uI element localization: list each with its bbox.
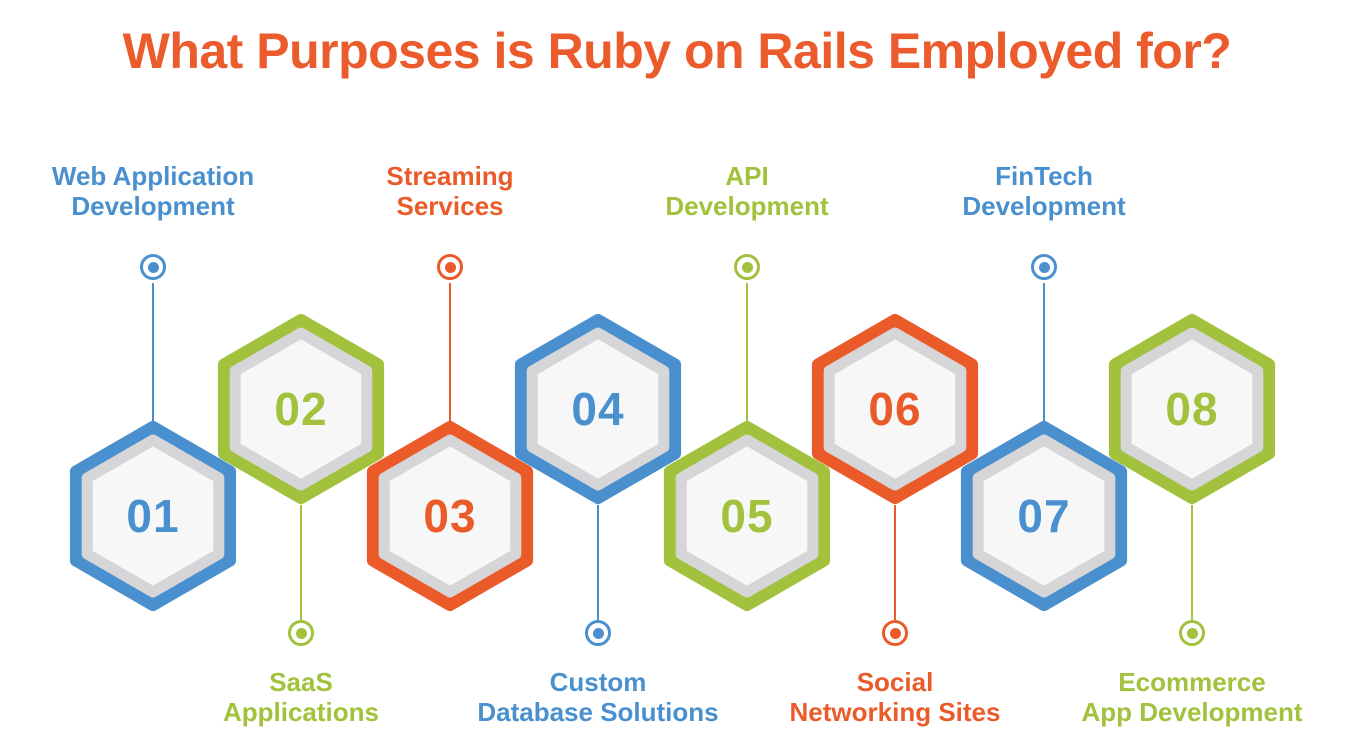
timeline-item-06: Social Networking Sites 06 <box>755 0 1035 742</box>
timeline-item-07: FinTech Development 07 <box>904 0 1184 742</box>
item-label: Social Networking Sites <box>755 667 1035 727</box>
timeline-item-02: SaaS Applications 02 <box>161 0 441 742</box>
item-number: 02 <box>274 383 328 435</box>
item-number: 04 <box>571 383 625 435</box>
item-label-line2: Development <box>962 191 1126 221</box>
item-number: 06 <box>868 383 922 435</box>
timeline-item-03: Streaming Services 03 <box>310 0 590 742</box>
connector-dot-icon <box>585 620 611 646</box>
page-title: What Purposes is Ruby on Rails Employed … <box>122 23 1232 79</box>
hexagon-icon <box>514 314 682 504</box>
item-number: 07 <box>1017 490 1071 542</box>
item-label-line2: Database Solutions <box>477 697 719 727</box>
hexagon-badge: 06 <box>811 313 979 505</box>
timeline-item-08: Ecommerce App Development 08 <box>1052 0 1332 742</box>
timeline-item-01: Web Application Development 01 <box>13 0 293 742</box>
item-label: API Development <box>607 161 887 221</box>
connector-line <box>449 283 451 421</box>
hexagon-icon <box>217 314 385 504</box>
hexagon-badge: 02 <box>217 313 385 505</box>
item-label-line2: Development <box>71 191 235 221</box>
connector-dot-icon <box>734 254 760 280</box>
item-label-line2: Services <box>396 191 504 221</box>
item-label: Web Application Development <box>13 161 293 221</box>
hexagon-icon <box>69 421 237 611</box>
hexagon-icon <box>366 421 534 611</box>
item-label: Custom Database Solutions <box>458 667 738 727</box>
connector-dot-icon <box>140 254 166 280</box>
item-label-line1: Custom <box>549 667 647 697</box>
item-label-line1: Streaming <box>386 161 514 191</box>
connector-line <box>300 505 302 620</box>
item-label-line1: Social <box>856 667 934 697</box>
item-label-line1: FinTech <box>995 161 1093 191</box>
connector-dot-icon <box>882 620 908 646</box>
connector-line <box>152 283 154 421</box>
item-number: 03 <box>423 490 477 542</box>
hexagon-badge: 03 <box>366 420 534 612</box>
item-number: 01 <box>126 490 180 542</box>
hexagon-badge: 04 <box>514 313 682 505</box>
item-label-line2: App Development <box>1081 697 1303 727</box>
item-label-line2: Development <box>665 191 829 221</box>
timeline-item-04: Custom Database Solutions 04 <box>458 0 738 742</box>
timeline-item-05: API Development 05 <box>607 0 887 742</box>
item-label-line1: Web Application <box>51 161 255 191</box>
connector-dot-icon <box>288 620 314 646</box>
connector-line <box>746 283 748 421</box>
hexagon-badge: 08 <box>1108 313 1276 505</box>
item-number: 08 <box>1165 383 1219 435</box>
item-label: FinTech Development <box>904 161 1184 221</box>
hexagon-icon <box>960 421 1128 611</box>
hexagon-badge: 07 <box>960 420 1128 612</box>
item-label-line1: Ecommerce <box>1118 667 1266 697</box>
connector-line <box>597 505 599 620</box>
item-label-line1: SaaS <box>269 667 333 697</box>
hexagon-icon <box>1108 314 1276 504</box>
item-label-line1: API <box>725 161 769 191</box>
connector-dot-icon <box>1179 620 1205 646</box>
connector-dot-icon <box>437 254 463 280</box>
item-label-line2: Applications <box>222 697 379 727</box>
item-label-line2: Networking Sites <box>789 697 1001 727</box>
hexagon-icon <box>663 421 831 611</box>
item-label: Streaming Services <box>310 161 590 221</box>
hexagon-badge: 05 <box>663 420 831 612</box>
connector-line <box>1191 505 1193 620</box>
connector-line <box>894 505 896 620</box>
item-number: 05 <box>720 490 774 542</box>
connector-line <box>1043 283 1045 421</box>
item-label: Ecommerce App Development <box>1052 667 1332 727</box>
connector-dot-icon <box>1031 254 1057 280</box>
hexagon-badge: 01 <box>69 420 237 612</box>
hexagon-icon <box>811 314 979 504</box>
item-label: SaaS Applications <box>161 667 441 727</box>
